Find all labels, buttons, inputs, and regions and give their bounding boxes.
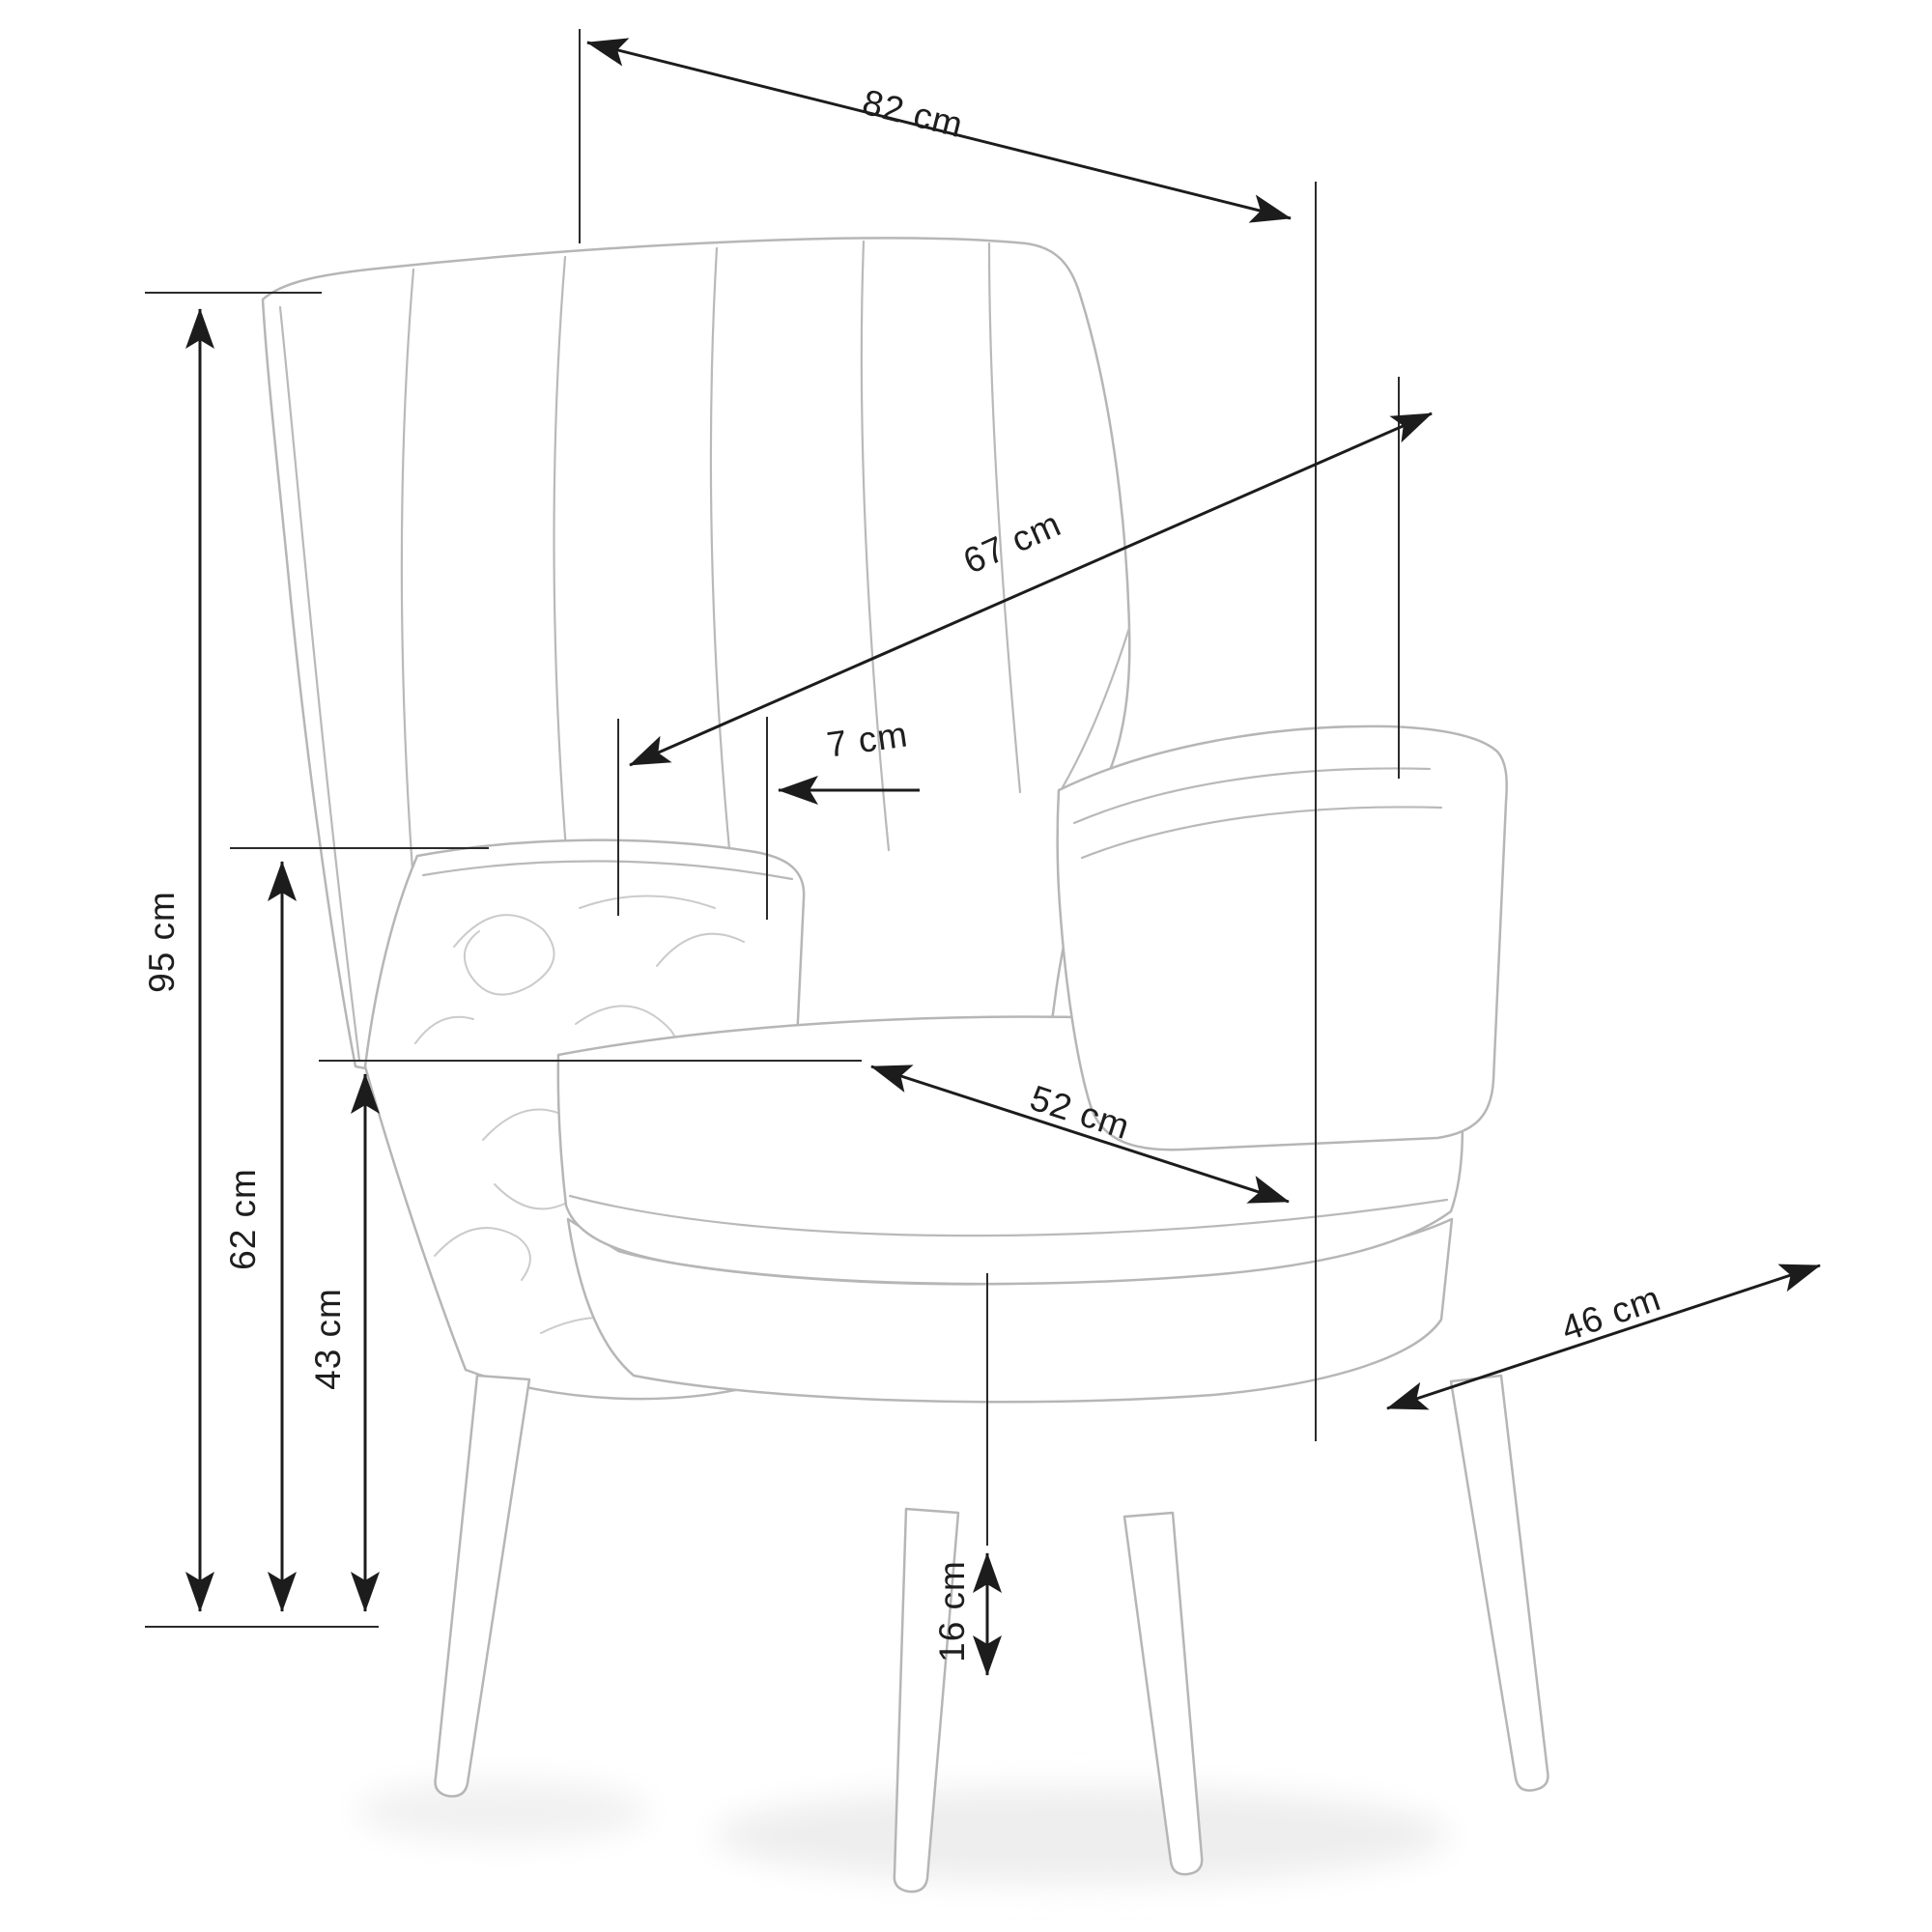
chair-legs	[434, 1374, 1549, 1893]
dimension-label-seat-height: 43 cm	[308, 1288, 348, 1390]
dimension-backrest-diagonal	[617, 377, 1433, 916]
dimension-armrest-height	[230, 847, 489, 1612]
dimension-overall-depth	[579, 29, 1317, 1441]
dimension-label-overall-height: 95 cm	[142, 891, 182, 993]
chair-right-armrest	[1056, 724, 1508, 1151]
chair-artwork	[261, 237, 1549, 1893]
dimension-overall-height	[145, 292, 379, 1628]
dimension-label-armrest-height: 62 cm	[223, 1168, 263, 1270]
dimension-seat-height	[319, 1060, 862, 1612]
dimension-backrest-thickness	[766, 717, 920, 920]
dimension-seat-depth	[1386, 1264, 1821, 1410]
dimension-label-leg-height: 16 cm	[932, 1560, 972, 1662]
dimension-annotations	[145, 29, 1821, 1676]
dimension-seat-width	[870, 1065, 1290, 1204]
